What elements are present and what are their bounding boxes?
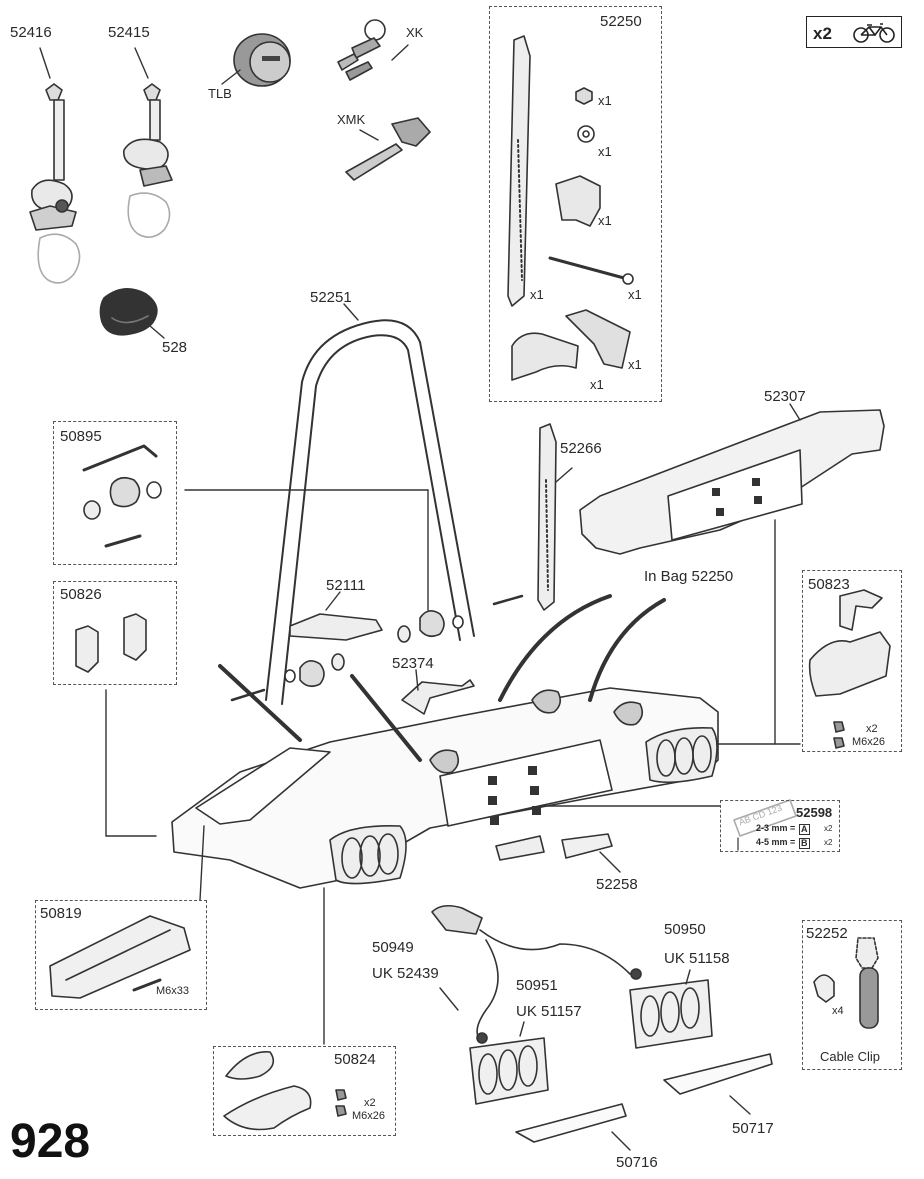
- cable-50949: [431, 904, 642, 1044]
- label-cable-clip: Cable Clip: [820, 1049, 880, 1064]
- strap-52266: [537, 423, 573, 611]
- kit-50826: [75, 613, 157, 837]
- label-52250: 52250: [600, 13, 642, 30]
- bike-count-badge: x2: [806, 16, 902, 48]
- qty-holder: x1: [590, 377, 604, 392]
- label-50951: 50951: [516, 977, 558, 994]
- rear-bar-52307: [579, 403, 885, 745]
- plate-row-1-qty: x2: [824, 824, 833, 833]
- size-50823-screws: M6x26: [852, 736, 886, 748]
- label-50824: 50824: [334, 1051, 376, 1068]
- light-50951: [469, 1021, 549, 1105]
- label-52251: 52251: [310, 289, 352, 306]
- bracket-52374: [401, 669, 475, 715]
- bicycle-icon: [853, 23, 895, 43]
- knob-528: [99, 288, 165, 339]
- plate-row-2-code: B: [799, 838, 810, 849]
- frame-52251: [265, 303, 475, 705]
- lock-cylinder: [221, 33, 291, 87]
- label-uk-52439: UK 52439: [372, 965, 439, 982]
- label-50716: 50716: [616, 1154, 658, 1171]
- plate-row-1: 2-3 mm =: [756, 823, 796, 833]
- label-50819: 50819: [40, 905, 82, 922]
- label-52111: 52111: [326, 577, 366, 594]
- gasket-50717: [663, 1053, 773, 1115]
- keys-xk: [337, 19, 409, 81]
- light-50950: [629, 969, 713, 1049]
- size-50824-screws: M6x26: [352, 1110, 386, 1122]
- kit-50895: [82, 444, 429, 611]
- qty-bolt: x1: [628, 287, 642, 302]
- qty-50823-screws: x2: [866, 723, 878, 735]
- kit-50823: [808, 589, 891, 749]
- kit-50819-box: [35, 900, 207, 1010]
- label-52374: 52374: [392, 655, 434, 672]
- kit-50823-box: [802, 570, 902, 752]
- kit-50819: [49, 915, 191, 999]
- plate-row-1-code: A: [799, 824, 810, 835]
- qty-cable-clips: x4: [832, 1005, 844, 1017]
- kit-50824: [223, 1051, 347, 1131]
- label-52266: 52266: [560, 440, 602, 457]
- qty-cradle: x1: [628, 357, 642, 372]
- label-50717: 50717: [732, 1120, 774, 1137]
- label-50949: 50949: [372, 939, 414, 956]
- gasket-50716: [515, 1103, 631, 1151]
- hardware-52111: [284, 591, 524, 688]
- bike-count-label: x2: [813, 24, 832, 43]
- label-52598: 52598: [796, 805, 833, 820]
- label-50895: 50895: [60, 428, 102, 445]
- label-50950: 50950: [664, 921, 706, 938]
- plate-kit-52598-box: [720, 800, 840, 852]
- kit-50895-box: [53, 421, 177, 565]
- carrier-body: [171, 594, 721, 1045]
- qty-50824-screws: x2: [364, 1097, 376, 1109]
- label-52416: 52416: [10, 24, 52, 41]
- cable-clip-52252-box: [802, 920, 902, 1070]
- key-xmk: [345, 117, 431, 181]
- bag-52250-parts: [507, 35, 634, 381]
- qty-washer: x1: [598, 144, 612, 159]
- label-xmk: XMK: [337, 112, 366, 127]
- label-in-bag-52250: In Bag 52250: [644, 568, 734, 585]
- bag-52250-box: [489, 6, 662, 402]
- kit-50826-box: [53, 581, 177, 685]
- label-50823: 50823: [808, 576, 850, 593]
- label-52415: 52415: [108, 24, 150, 41]
- kit-50824-box: [213, 1046, 396, 1136]
- label-52252: 52252: [806, 925, 848, 942]
- plate-row-2-qty: x2: [824, 838, 833, 847]
- size-50819-screw: M6x33: [156, 985, 190, 997]
- model-number: 928: [10, 1115, 91, 1168]
- bike-arm-52416: [29, 47, 81, 284]
- label-uk-51158: UK 51158: [664, 950, 730, 967]
- label-52307: 52307: [764, 388, 806, 405]
- qty-nut: x1: [598, 93, 612, 108]
- bike-arm-52415: [123, 47, 173, 238]
- label-uk-51157: UK 51157: [516, 1003, 582, 1020]
- label-52258: 52258: [596, 876, 638, 893]
- plate-kit-52598: [733, 799, 797, 851]
- label-tlb: TLB: [208, 86, 232, 101]
- plate-row-2: 4-5 mm =: [756, 837, 796, 847]
- label-xk: XK: [406, 25, 424, 40]
- label-528: 528: [162, 339, 188, 356]
- cable-clip-52252: [813, 937, 879, 1029]
- label-50826: 50826: [60, 586, 102, 603]
- qty-strap: x1: [530, 287, 544, 302]
- qty-clamp: x1: [598, 213, 612, 228]
